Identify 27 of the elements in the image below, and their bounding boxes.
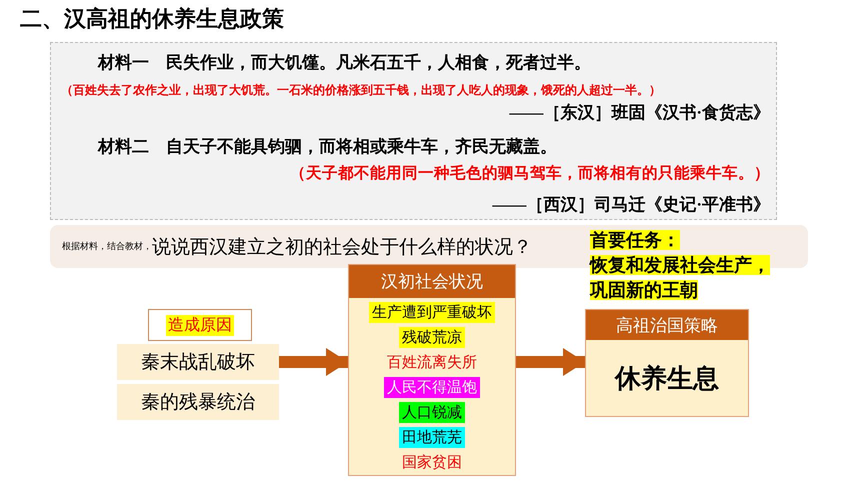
policy-panel	[585, 309, 749, 417]
cause-heading: 造成原因	[166, 314, 234, 336]
panel-heading: 高祖治国策略	[586, 310, 748, 340]
situation-item: 人民不得温饱	[384, 377, 480, 398]
source-quote: 材料一 民失作业，而大饥馑。凡米石五千，人相食，死者过半。	[98, 52, 591, 74]
source-quote: 材料二 自天子不能具钧驷，而将相或乘牛车，齐民无藏盖。	[98, 136, 557, 158]
task-text: 首要任务：	[590, 230, 680, 250]
situation-item: 百姓流离失所	[386, 353, 478, 373]
situation-item: 田地荒芜	[399, 427, 465, 448]
cause-heading-box	[148, 309, 252, 341]
translation-text: （天子都不能用同一种毛色的驷马驾车，而将相有的只能乘牛车。）	[290, 164, 770, 184]
cause-box: 秦末战乱破坏	[117, 344, 279, 380]
situation-item: 人口锐减	[399, 402, 465, 423]
source-citation: ——［东汉］班固《汉书·食货志》	[509, 102, 770, 124]
situation-item: 残破荒凉	[399, 327, 465, 348]
instruction-text: 根据材料，结合教材，	[62, 240, 152, 253]
situation-panel	[348, 264, 516, 476]
panel-heading: 汉初社会状况	[349, 265, 515, 298]
question-text: 说说西汉建立之初的社会处于什么样的状况？	[152, 236, 532, 260]
page-title: 二、汉高祖的休养生息政策	[20, 5, 284, 33]
source-citation: ——［西汉］司马迁《史记·平准书》	[492, 194, 770, 216]
situation-item: 国家贫困	[401, 453, 463, 473]
cause-box: 秦的残暴统治	[117, 384, 279, 420]
situation-item: 生产遭到严重破坏	[369, 302, 495, 323]
translation-text: （百姓失去了农作之业，出现了大饥荒。一石米的价格涨到五千钱，出现了人吃人的现象，饿死的人超过一半。）	[61, 82, 661, 99]
block-arrow	[516, 351, 585, 373]
policy-text: 休养生息	[615, 362, 719, 394]
